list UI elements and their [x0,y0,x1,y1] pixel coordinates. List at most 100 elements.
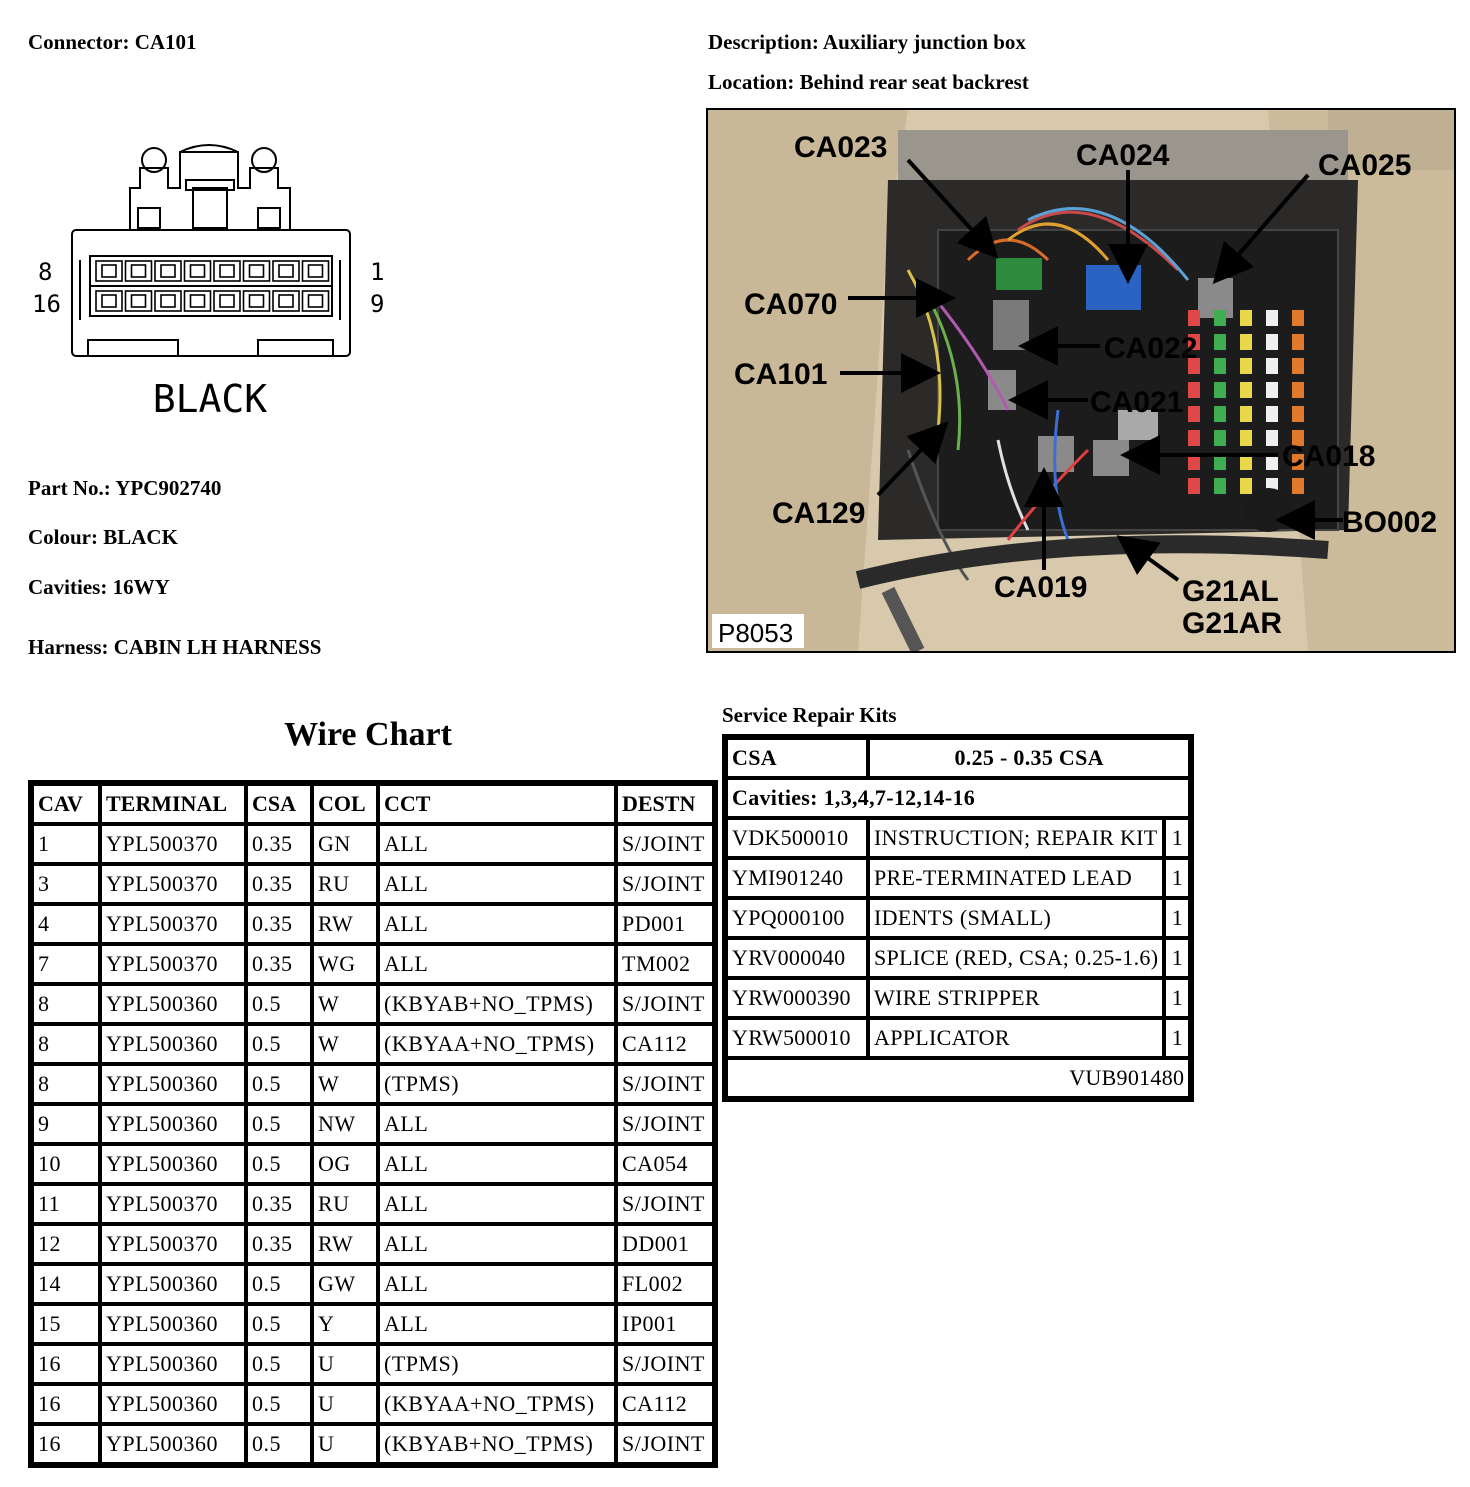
cell-cct: ALL [378,1184,616,1224]
cell-csa: 0.5 [246,984,312,1024]
cavity [95,290,123,312]
cavity [301,260,330,282]
cell-terminal: YPL500360 [100,1424,246,1464]
fuse [1188,406,1200,422]
cell-terminal: YPL500370 [100,824,246,864]
cavity [213,260,241,282]
cell-terminal: YPL500360 [100,1064,246,1104]
cell-cav: 1 [32,824,100,864]
cell-csa: 0.35 [246,864,312,904]
cell-cct: (KBYAB+NO_TPMS) [378,984,616,1024]
cell-destn: S/JOINT [616,1344,714,1384]
fuse [1292,478,1304,494]
cell-col: U [312,1424,378,1464]
cell-col: RU [312,864,378,904]
cavity [154,290,182,312]
kit-part: YMI901240 [726,858,868,898]
wire-chart-header-row: CAV TERMINAL CSA COL CCT DESTN [32,784,714,824]
cavity [95,260,123,282]
callout-ca101: CA101 [734,358,827,391]
cell-terminal: YPL500360 [100,1304,246,1344]
cell-col: RW [312,1224,378,1264]
fuse [1214,310,1226,326]
cell-cav: 14 [32,1264,100,1304]
cell-cav: 8 [32,1064,100,1104]
fuse [1292,310,1304,326]
cell-cct: (KBYAA+NO_TPMS) [378,1384,616,1424]
cell-csa: 0.35 [246,944,312,984]
cell-csa: 0.35 [246,904,312,944]
cell-terminal: YPL500370 [100,904,246,944]
fuse [1292,454,1304,470]
photo-ref: P8053 [718,618,793,648]
cell-col: RW [312,904,378,944]
cavity [272,290,300,312]
cell-cav: 4 [32,904,100,944]
fuse [1266,454,1278,470]
cell-csa: 0.5 [246,1384,312,1424]
cell-destn: FL002 [616,1264,714,1304]
cell-cav: 16 [32,1384,100,1424]
cell-cct: (TPMS) [378,1064,616,1104]
cell-terminal: YPL500370 [100,944,246,984]
cell-cct: ALL [378,824,616,864]
kits-csa-label: CSA [726,738,868,778]
cell-col: Y [312,1304,378,1344]
cell-col: OG [312,1144,378,1184]
cell-col: U [312,1344,378,1384]
fuse [1266,430,1278,446]
cell-destn: CA112 [616,1024,714,1064]
fuse [1240,430,1252,446]
kit-qty: 1 [1164,938,1191,978]
cell-cct: ALL [378,864,616,904]
fuse [1292,358,1304,374]
kit-qty: 1 [1164,978,1191,1018]
cell-col: NW [312,1104,378,1144]
cell-terminal: YPL500360 [100,1384,246,1424]
fuse [1266,406,1278,422]
kit-description: IDENTS (SMALL) [868,898,1165,938]
cell-csa: 0.5 [246,1424,312,1464]
cavity [242,260,271,282]
connector-diagram: 8 16 1 9 BLACK [28,140,398,430]
cell-destn: S/JOINT [616,1184,714,1224]
fuse [1292,406,1304,422]
pin-label-9: 9 [370,290,384,318]
cell-destn: S/JOINT [616,1104,714,1144]
cavities-label: Cavities: 16WY [28,575,170,599]
header-terminal: TERMINAL [100,784,246,824]
kit-qty: 1 [1164,818,1191,858]
callout-ca070: CA070 [744,288,837,321]
callout-ca129: CA129 [772,497,865,530]
cell-csa: 0.5 [246,1344,312,1384]
cell-cav: 7 [32,944,100,984]
header-cav: CAV [32,784,100,824]
cell-cct: ALL [378,904,616,944]
cell-csa: 0.5 [246,1024,312,1064]
repair-kits-title: Service Repair Kits [722,703,897,727]
wire-chart-title: Wire Chart [284,716,452,753]
fuse [1214,358,1226,374]
fuse [1292,430,1304,446]
kit-number-row: VUB901480 [726,1058,1191,1098]
kits-cavities-row: Cavities: 1,3,4,7-12,14-16 [726,778,1191,818]
connector-label: Connector: CA101 [28,30,197,54]
cell-cav: 16 [32,1344,100,1384]
callout-ca018: CA018 [1282,440,1375,473]
pin-label-16: 16 [32,290,61,318]
fuse [1214,430,1226,446]
kit-description: INSTRUCTION; REPAIR KIT [868,818,1165,858]
cell-terminal: YPL500360 [100,1264,246,1304]
